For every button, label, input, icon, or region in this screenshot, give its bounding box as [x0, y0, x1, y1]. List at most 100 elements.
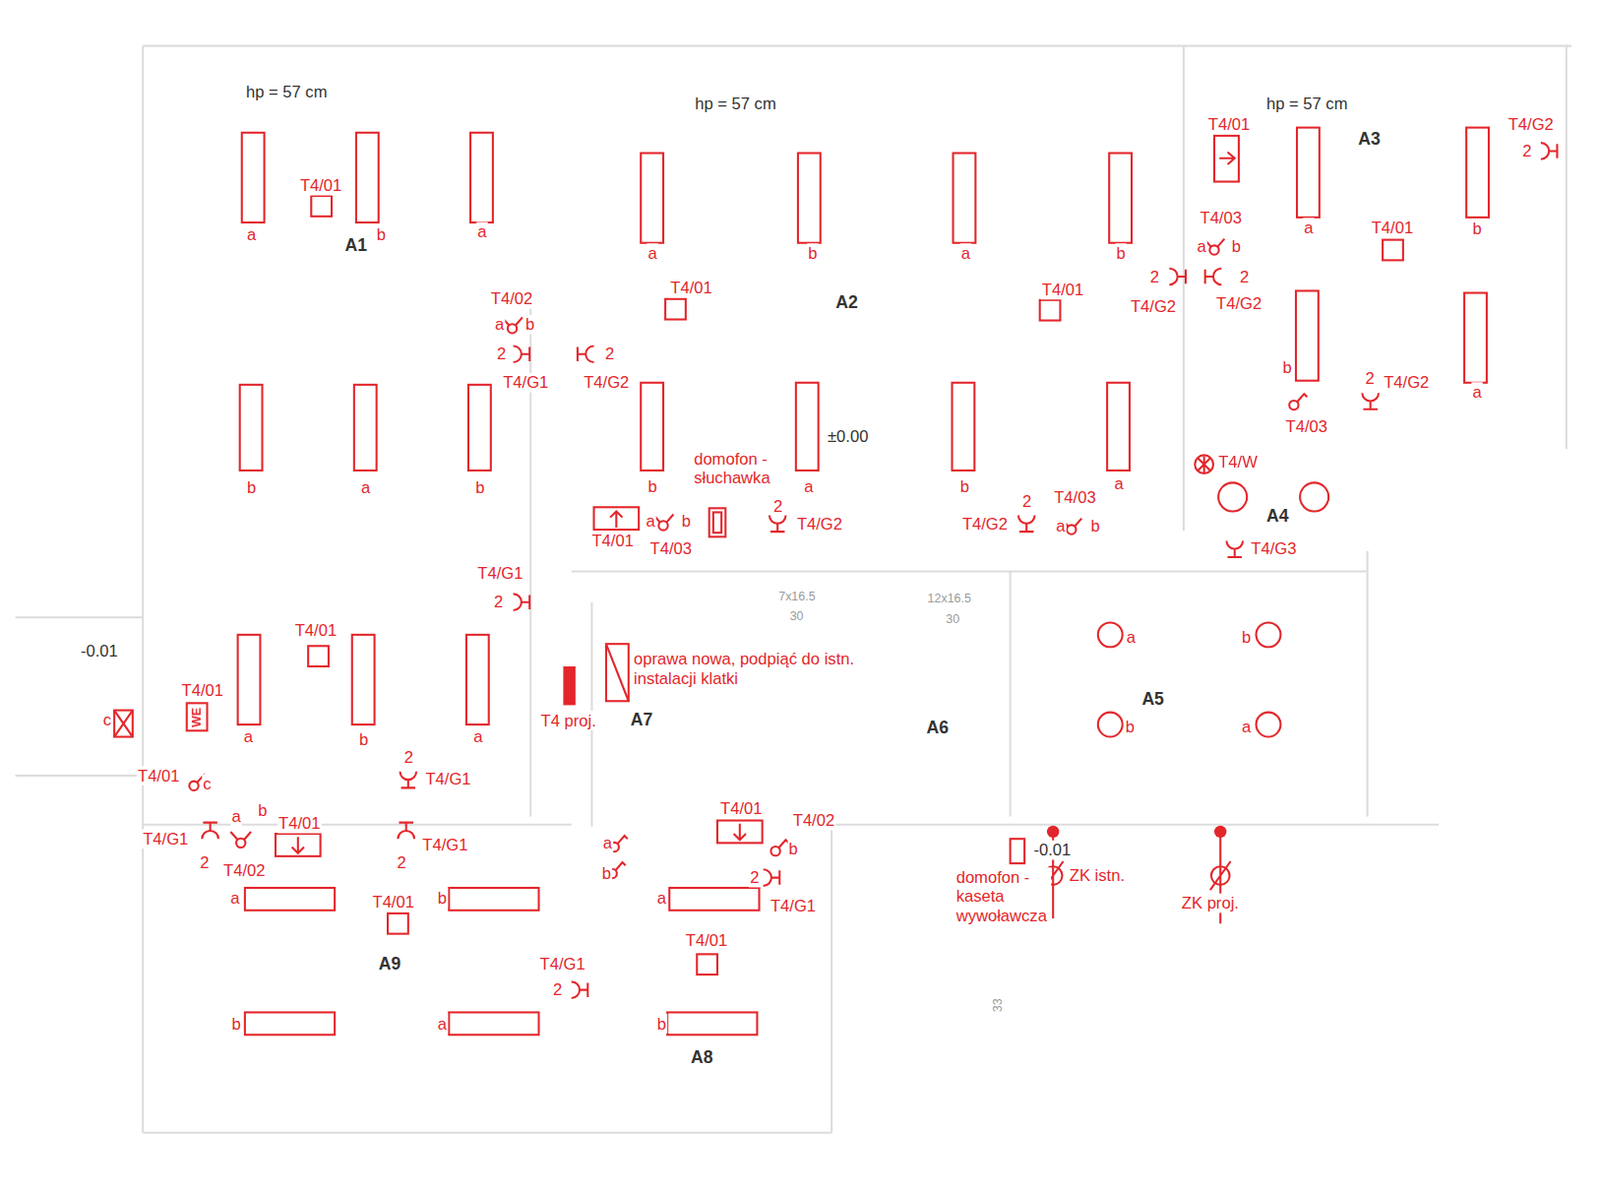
- circle-luminaire: [1256, 712, 1282, 738]
- plan-label: a: [960, 243, 972, 263]
- luminaire-symbol: [953, 153, 977, 244]
- wall-line: [142, 45, 1572, 48]
- socket-symbol: [571, 981, 589, 998]
- luminaire-symbol: [640, 382, 664, 471]
- plan-label: b: [230, 1013, 242, 1034]
- plan-label: c: [201, 773, 212, 794]
- plan-label: a: [1471, 381, 1482, 402]
- luminaire-symbol: [1295, 290, 1319, 380]
- plan-label: T4/G1: [141, 828, 189, 849]
- plan-label: 2: [198, 852, 210, 872]
- circle-luminaire: [1299, 482, 1329, 511]
- luminaire-symbol: [1464, 293, 1487, 383]
- plan-label: 2: [748, 867, 760, 888]
- plan-label: T4/01: [370, 892, 416, 913]
- socket-symbol: [1361, 392, 1379, 410]
- luminaire-symbol: [713, 511, 722, 533]
- luminaire-symbol: [352, 634, 375, 725]
- plan-label: T4/01: [1207, 115, 1252, 135]
- wall-line: [1565, 46, 1568, 450]
- plan-label: T4/G2: [1129, 296, 1177, 316]
- luminaire-symbol: [240, 384, 263, 471]
- plan-label: T4/01: [669, 278, 714, 299]
- socket-symbol: [1205, 268, 1223, 286]
- luminaire-symbol: [242, 132, 265, 223]
- wall-line: [142, 1131, 832, 1134]
- plan-label: b: [806, 243, 818, 263]
- plan-label: T4/G1: [476, 563, 524, 584]
- plan-label: T4/03: [649, 539, 694, 559]
- room-number: A9: [377, 954, 403, 975]
- plan-label: b: [1240, 626, 1252, 647]
- riser-dot: [1214, 825, 1227, 838]
- plan-label: a: [802, 477, 814, 497]
- luminaire-symbol: [952, 382, 976, 471]
- luminaire-symbol: [448, 887, 539, 911]
- luminaire-symbol: [717, 820, 763, 844]
- socket-symbol: [1169, 268, 1186, 286]
- switch-lever: [1296, 393, 1307, 402]
- switch-symbol: [770, 839, 789, 856]
- socket-symbol: [1018, 515, 1036, 533]
- switch-lever: [616, 835, 627, 844]
- plan-label: domofon -słuchawka: [692, 448, 793, 488]
- wall-line: [15, 615, 144, 618]
- plan-label: T4/02: [792, 810, 837, 831]
- circle-luminaire: [1098, 621, 1123, 647]
- plan-label: 2: [492, 592, 504, 613]
- plan-label: a: [436, 1013, 448, 1034]
- plan-label: a: [1195, 236, 1207, 256]
- plan-label: T4/03: [1052, 487, 1098, 507]
- circle-luminaire: [1256, 621, 1282, 647]
- luminaire-symbol: [470, 132, 493, 223]
- new-luminaire: [562, 666, 575, 705]
- plan-label: a: [493, 314, 505, 335]
- plan-label: 7x16.5: [777, 588, 816, 604]
- plan-label: T4/G1: [539, 954, 587, 975]
- luminaire-symbol: [798, 153, 821, 244]
- luminaire-symbol: [606, 643, 629, 701]
- socket-symbol: [769, 515, 787, 533]
- luminaire-symbol: [468, 384, 492, 471]
- plan-label: ZK proj.: [1180, 893, 1240, 914]
- plan-label: T4 proj.: [540, 710, 598, 731]
- luminaire-symbol: [354, 384, 377, 471]
- switch-lever: [1204, 239, 1226, 247]
- luminaire-symbol: [1010, 838, 1026, 863]
- plan-label: 33: [990, 996, 1006, 1013]
- plan-label: a: [246, 225, 257, 246]
- wall-line: [571, 570, 1368, 573]
- plan-label: b: [959, 477, 971, 497]
- luminaire-symbol: [114, 710, 133, 738]
- socket-symbol: [513, 345, 531, 363]
- switch-lever: [501, 316, 523, 325]
- plan-label: hp = 57 cm: [693, 94, 778, 115]
- plan-label: 2: [403, 746, 415, 767]
- symbol-stroke: [1197, 455, 1210, 473]
- plan-label: b: [1090, 515, 1102, 536]
- riser-dot: [1046, 825, 1059, 838]
- wall-line: [1366, 551, 1369, 817]
- plan-label: 30: [789, 609, 805, 624]
- luminaire-symbol: [669, 887, 759, 911]
- switch-symbol: [653, 514, 675, 531]
- plan-label: -0.01: [1032, 840, 1072, 861]
- plan-label: a: [243, 727, 254, 747]
- socket-symbol: [513, 593, 531, 611]
- plan-label: T4/03: [1198, 207, 1243, 228]
- wall-line: [831, 823, 1439, 826]
- plan-label: c: [102, 709, 113, 730]
- wall-line: [1009, 571, 1012, 817]
- plan-label: hp = 57 cm: [245, 81, 329, 102]
- plan-label: 2: [1021, 491, 1033, 511]
- plan-label: oprawa nowa, podpiąć do istn. instalacji…: [632, 648, 901, 687]
- plan-label: T4/G3: [1249, 539, 1297, 559]
- plan-label: a: [1240, 716, 1252, 737]
- switch-lever: [230, 831, 251, 840]
- luminaire-symbol: [665, 299, 686, 320]
- plan-label: b: [656, 1013, 668, 1034]
- luminaire-symbol: [310, 195, 332, 217]
- symbol-stroke: [1219, 151, 1235, 164]
- plan-label: b: [788, 839, 800, 860]
